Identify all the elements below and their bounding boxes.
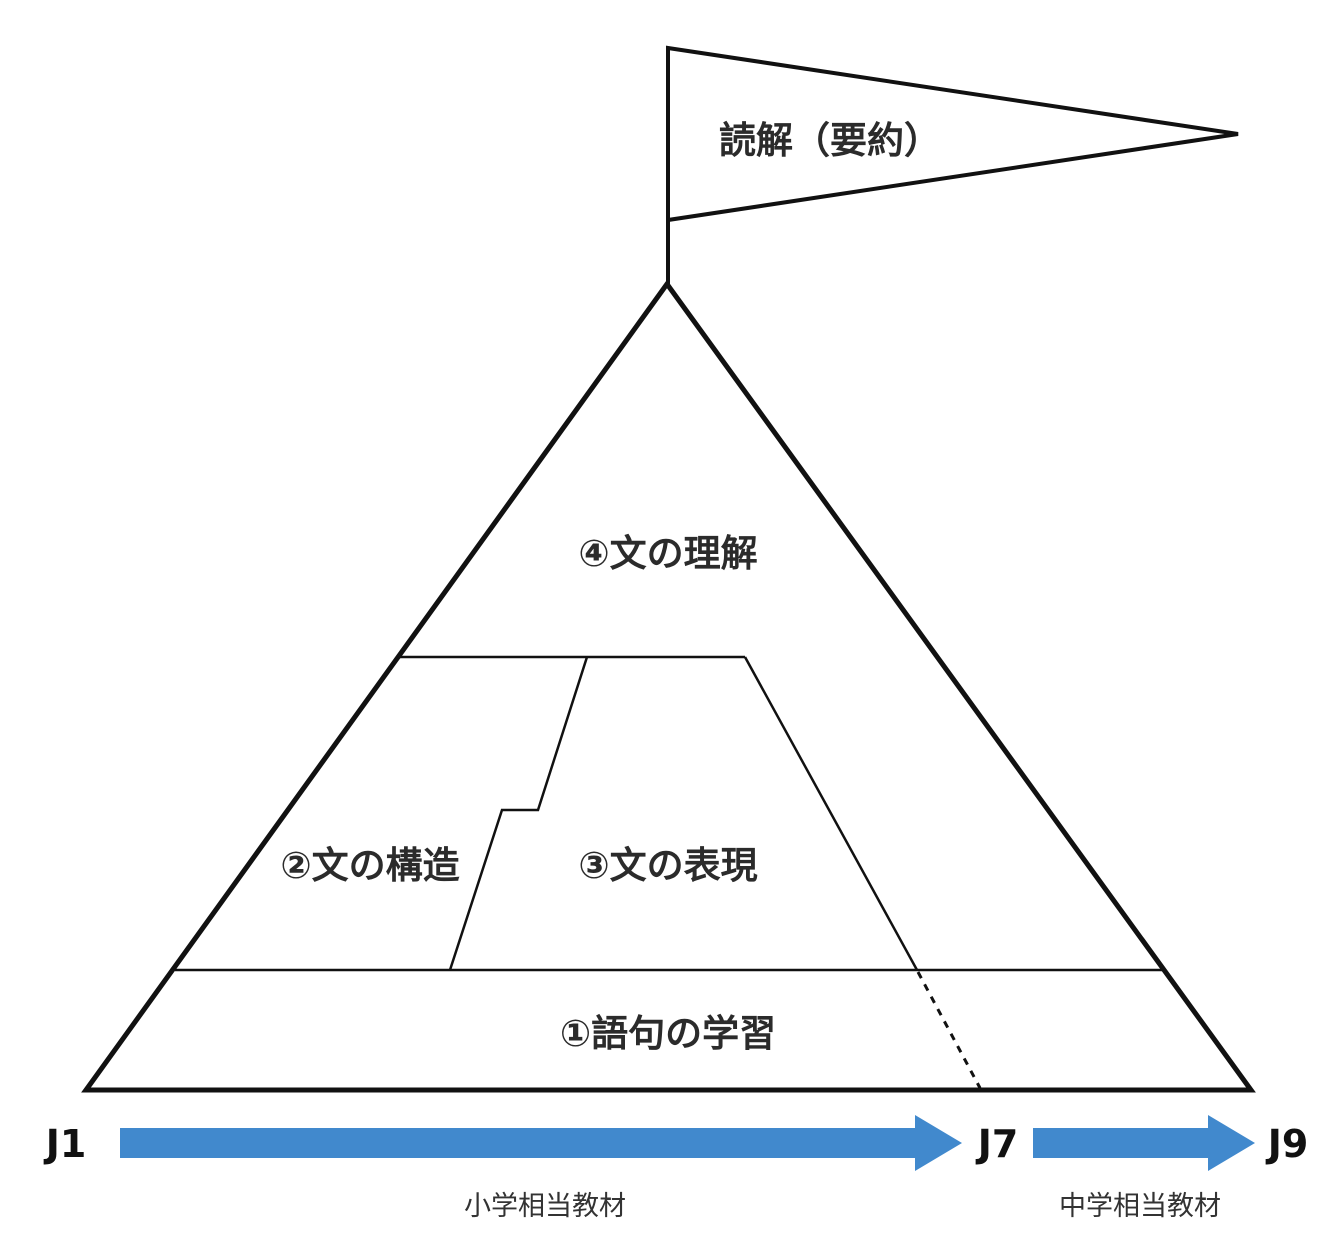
section-label-vocabulary: ①語句の学習 — [560, 1012, 776, 1055]
structure-expression-divider — [448, 656, 589, 971]
timeline-label-start: J1 — [43, 1122, 87, 1166]
flag-label: 読解（要約） — [719, 119, 941, 162]
section-label-understanding: ④文の理解 — [578, 532, 757, 575]
section-label-expression: ③文の表現 — [578, 844, 757, 887]
timeline-label-middle: J7 — [975, 1122, 1019, 1166]
timeline-arrow-elementary — [120, 1115, 962, 1171]
caption-junior-high-materials: 中学相当教材 — [1059, 1191, 1221, 1222]
pyramid-outline — [81, 279, 1256, 1093]
expression-right-edge — [743, 656, 919, 971]
timeline-arrow-junior-high — [1033, 1115, 1255, 1171]
caption-elementary-materials: 小学相当教材 — [464, 1191, 626, 1222]
section-label-structure: ②文の構造 — [280, 844, 459, 887]
timeline-label-end: J9 — [1265, 1122, 1309, 1166]
flag-pennant — [666, 45, 1239, 223]
